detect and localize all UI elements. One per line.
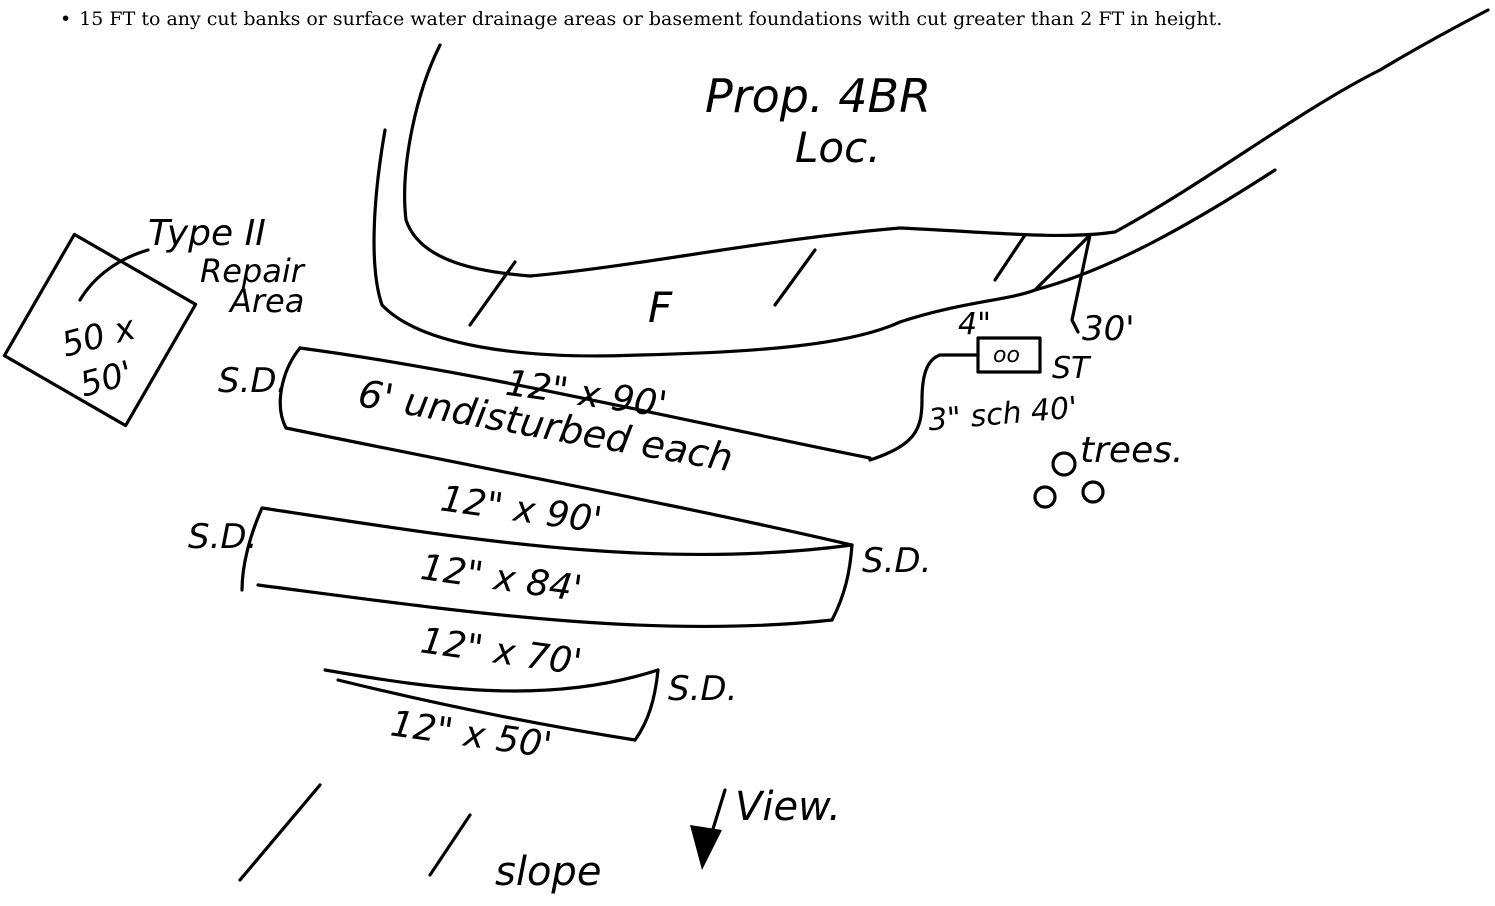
sd-label: S.D. (862, 541, 931, 581)
repair-area-label-line1: Type II (148, 213, 266, 254)
fill-label: F (648, 283, 673, 332)
trench-5-bottom (336, 678, 637, 742)
bullet-icon: • (60, 8, 72, 30)
septic-tank-label: ST (1052, 351, 1092, 386)
repair-area-size-line2: 50' (76, 353, 137, 405)
trench-2-top (260, 506, 854, 557)
trees-label: trees. (1080, 430, 1183, 471)
sd-label: S.D. (218, 361, 287, 401)
pipe-sch40-label: 3" sch 40' (927, 390, 1079, 438)
house-location-outline (403, 8, 1490, 278)
trench-label: 12" x 70' (418, 620, 584, 683)
trench-2-end-right (830, 543, 854, 622)
house-label-line1: Prop. 4BR (705, 69, 931, 123)
house-label-line2: Loc. (795, 123, 881, 172)
trench-1-top (298, 346, 872, 460)
setback-note-text: 15 FT to any cut banks or surface water … (79, 8, 1223, 30)
repair-area-size-line1: 50 x (58, 308, 141, 366)
tree-icon (1081, 480, 1105, 504)
house-to-tank-line (1033, 233, 1092, 334)
fill-hatch-2 (773, 248, 817, 307)
trench-label: 12" x 84' (418, 547, 584, 610)
tank-outlet-pipe (868, 353, 980, 462)
slope-label: slope (495, 849, 601, 895)
view-arrow-icon (690, 825, 722, 870)
view-label: View. (735, 784, 841, 830)
trench-3-bottom (256, 583, 834, 629)
trench-4-end-right (633, 668, 660, 742)
trench-1-end-left (278, 346, 302, 430)
pipe-4in-label: 4" (958, 307, 991, 342)
tree-icon (1033, 485, 1057, 509)
setback-note: • 15 FT to any cut banks or surface water… (60, 8, 1440, 30)
sd-label: S.D. (188, 517, 257, 557)
repair-area-label-line2: Repair (200, 252, 306, 290)
trench-label: 12" x 50' (388, 703, 554, 766)
repair-area-leader (78, 248, 150, 302)
repair-area-box (2, 232, 198, 428)
septic-tank-box-label: oo (993, 343, 1020, 368)
fill-hatch-3 (993, 233, 1027, 282)
distance-30-label: 30' (1082, 309, 1135, 349)
sd-label: S.D. (668, 669, 737, 709)
trench-1-bottom (284, 426, 854, 547)
slope-arrow-2 (428, 813, 472, 877)
repair-area-label-line3: Area (228, 282, 304, 320)
trench-4-top (323, 668, 660, 693)
slope-arrow-1 (238, 783, 322, 882)
fill-hatch-1 (468, 260, 517, 327)
trench-2-end-left (240, 506, 264, 592)
tree-icon (1051, 451, 1077, 477)
